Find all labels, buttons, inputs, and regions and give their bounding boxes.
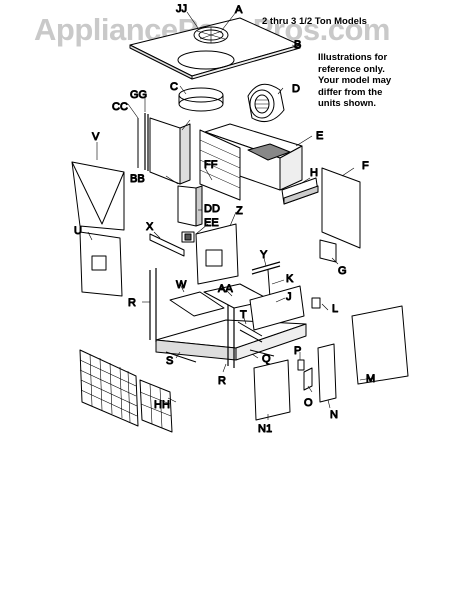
label-aa: AA (218, 283, 233, 295)
label-m: M (366, 373, 375, 385)
label-y: Y (260, 249, 268, 261)
label-d: D (292, 83, 300, 95)
label-p: P (294, 345, 301, 357)
part-compressor-plate-w[interactable] (169, 291, 225, 317)
label-gg: GG (130, 89, 147, 101)
label-h: H (310, 167, 318, 179)
label-a: A (235, 4, 243, 16)
note-line: Illustrations for (318, 52, 388, 63)
part-bar-k[interactable] (267, 269, 271, 299)
part-o-panel[interactable] (303, 367, 313, 391)
leader-lines (87, 11, 373, 420)
part-rail-gg[interactable] (144, 113, 149, 171)
label-c: C (170, 81, 178, 93)
label-jj: JJ (176, 3, 187, 15)
part-clip-l[interactable] (311, 297, 321, 309)
part-grille-hh[interactable] (79, 349, 173, 433)
part-panel-f[interactable] (321, 167, 361, 249)
label-n1: N1 (258, 423, 272, 435)
part-q-tube[interactable] (249, 349, 275, 357)
part-s-cable[interactable] (165, 351, 197, 363)
label-ff: FF (204, 159, 218, 171)
label-s: S (166, 355, 173, 367)
part-top-panel[interactable] (129, 17, 301, 80)
label-b: B (294, 39, 301, 51)
part-bracket-g[interactable] (319, 239, 337, 263)
note-line: differ from the (318, 86, 383, 98)
label-t: T (240, 309, 247, 321)
part-side-panel-bb[interactable] (149, 117, 191, 185)
note-line: reference only. (318, 63, 385, 75)
part-panel-z[interactable] (195, 223, 239, 285)
part-labels: JJ A B C D E F H GG CC V BB FF DD EE Z X… (74, 3, 376, 436)
label-v: V (92, 131, 100, 143)
part-panel-n1[interactable] (253, 359, 291, 421)
part-coil-j[interactable] (249, 285, 305, 331)
reference-note: Illustrations for reference only. Your m… (318, 52, 438, 110)
label-g: G (338, 265, 347, 277)
part-panel-m[interactable] (351, 305, 409, 385)
label-j: J (286, 291, 292, 303)
note-line: units shown. (318, 98, 377, 109)
label-r2: R (218, 375, 226, 387)
part-n-panel[interactable] (317, 343, 337, 403)
label-n: N (330, 409, 338, 421)
part-corner-post-r[interactable] (149, 268, 157, 342)
label-bb: BB (130, 173, 145, 185)
part-top-opening (177, 50, 235, 70)
label-x: X (146, 221, 154, 233)
part-orifice-ring[interactable] (178, 87, 224, 112)
diagram-title: 2 thru 3 1/2 Ton Models (262, 16, 367, 27)
part-fan-guard[interactable] (193, 26, 229, 44)
label-dd: DD (204, 203, 220, 215)
part-coil-ff[interactable] (199, 129, 241, 201)
note-line: Your model may (318, 75, 392, 86)
part-rail-x[interactable] (149, 233, 185, 257)
part-panel-u[interactable] (79, 231, 123, 297)
label-r1: R (128, 297, 136, 309)
part-control-box-h[interactable] (281, 177, 319, 205)
label-k: K (286, 273, 294, 285)
part-blower-wheel[interactable] (247, 83, 285, 123)
label-z: Z (236, 205, 243, 217)
label-f: F (362, 160, 369, 172)
label-hh: HH (154, 399, 170, 411)
label-o: O (304, 397, 313, 409)
part-filter-dd[interactable] (177, 185, 203, 227)
label-u: U (74, 225, 82, 237)
part-p-clip[interactable] (297, 359, 305, 371)
label-q: Q (262, 353, 271, 365)
label-ee: EE (204, 217, 219, 229)
label-l: L (332, 303, 338, 315)
part-rail-y[interactable] (251, 261, 281, 275)
label-w: W (176, 279, 187, 291)
label-cc: CC (112, 101, 128, 113)
part-panel-v[interactable] (71, 161, 125, 231)
part-tube-t[interactable] (237, 321, 263, 343)
part-bracket-ee[interactable] (181, 231, 195, 243)
label-e: E (316, 130, 323, 142)
